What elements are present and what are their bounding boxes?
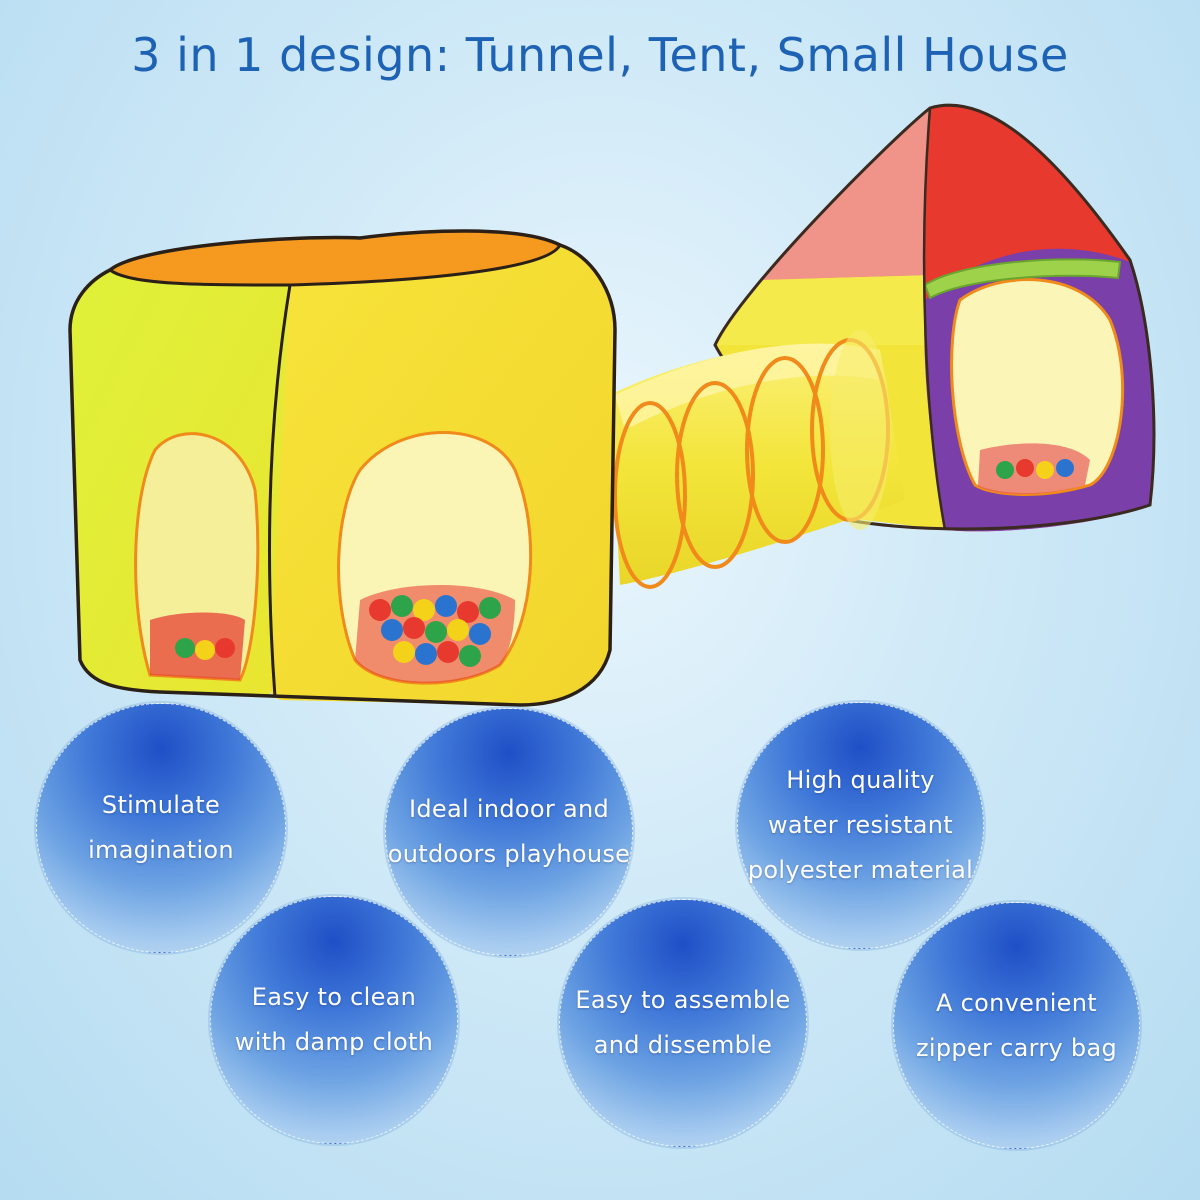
- feature-circle-playhouse: Ideal indoor and outdoors playhouse: [385, 708, 633, 956]
- feature-circle-assemble: Easy to assemble and dissemble: [559, 899, 807, 1147]
- cube-tent: [68, 229, 617, 707]
- feature-text: Ideal indoor and outdoors playhouse: [387, 795, 631, 868]
- balls: [175, 459, 1074, 667]
- tunnel: [610, 330, 905, 589]
- tunnel-end: [830, 330, 890, 530]
- feature-text: Easy to assemble and dissemble: [575, 986, 791, 1059]
- door-roll: [923, 258, 1122, 300]
- feature-text: Easy to clean with damp cloth: [234, 983, 434, 1056]
- tent-door: [950, 278, 1125, 496]
- feature-circle-imagination: Stimulate imagination: [36, 703, 286, 953]
- feature-circle-carry-bag: A convenient zipper carry bag: [893, 902, 1140, 1149]
- feature-text: Stimulate imagination: [88, 791, 234, 864]
- feature-text: High quality water resistant polyester m…: [747, 766, 974, 884]
- pyramid-tent: [713, 103, 1156, 532]
- page-title: 3 in 1 design: Tunnel, Tent, Small House: [131, 28, 1069, 82]
- feature-text: A convenient zipper carry bag: [915, 988, 1118, 1062]
- feature-circle-material: High quality water resistant polyester m…: [737, 702, 984, 949]
- feature-circle-clean: Easy to clean with damp cloth: [210, 896, 458, 1144]
